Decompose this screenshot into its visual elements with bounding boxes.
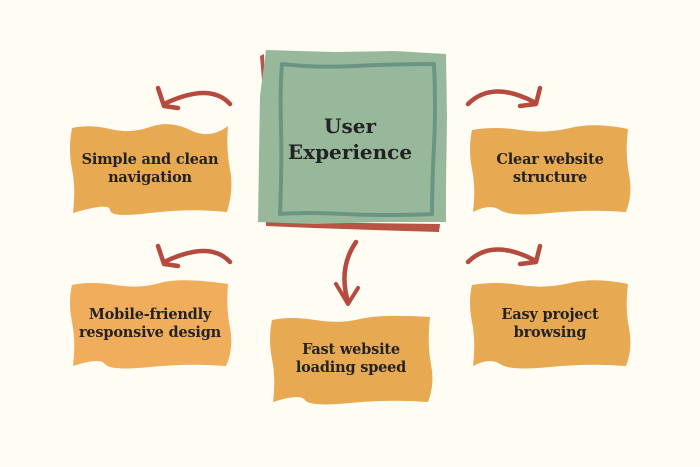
- node-label-line2: structure: [512, 169, 588, 186]
- node-clear-structure: Clear website structure: [470, 124, 631, 215]
- node-mobile-friendly: Mobile-friendly responsive design: [70, 280, 232, 369]
- arrow-to-clear-structure: [465, 85, 543, 109]
- node-label-line1: Mobile-friendly: [88, 306, 212, 323]
- node-label: Easy project browsing: [501, 306, 598, 342]
- center-node-user-experience: User Experience: [254, 46, 447, 232]
- node-label-line1: Simple and clean: [81, 151, 219, 168]
- center-node-inner-border: [278, 62, 437, 217]
- node-label-line2: responsive design: [78, 324, 222, 341]
- arrow-to-easy-browsing: [465, 243, 543, 267]
- center-node-fill: [258, 50, 447, 224]
- node-label: Clear website structure: [496, 151, 603, 187]
- torn-paper-shape: [70, 280, 232, 369]
- node-label-line2: loading speed: [295, 359, 407, 376]
- node-fast-loading: Fast website loading speed: [270, 314, 433, 405]
- center-node-shape: [258, 50, 447, 232]
- node-label: Fast website loading speed: [296, 341, 406, 377]
- node-label-line2: browsing: [513, 324, 587, 341]
- node-label-line1: Easy project: [501, 306, 599, 323]
- node-label-line1: Clear website: [496, 151, 604, 168]
- node-label-line2: navigation: [108, 169, 192, 186]
- arrow-to-simple-navigation: [155, 85, 233, 111]
- torn-paper-shape: [470, 280, 631, 369]
- torn-paper-shape: [470, 125, 631, 215]
- arrow-to-mobile-friendly: [155, 243, 233, 269]
- arrow-to-fast-loading: [334, 239, 360, 306]
- node-simple-navigation: Simple and clean navigation: [70, 124, 232, 215]
- center-label-line1: User: [324, 114, 376, 138]
- torn-paper-shape: [270, 315, 433, 405]
- center-node-label: User Experience: [288, 113, 412, 165]
- node-label-line1: Fast website: [302, 341, 400, 358]
- node-easy-browsing: Easy project browsing: [470, 280, 631, 369]
- center-label-line2: Experience: [287, 140, 413, 164]
- torn-paper-shape: [70, 124, 232, 215]
- node-label: Simple and clean navigation: [82, 151, 219, 187]
- node-label: Mobile-friendly responsive design: [79, 306, 221, 342]
